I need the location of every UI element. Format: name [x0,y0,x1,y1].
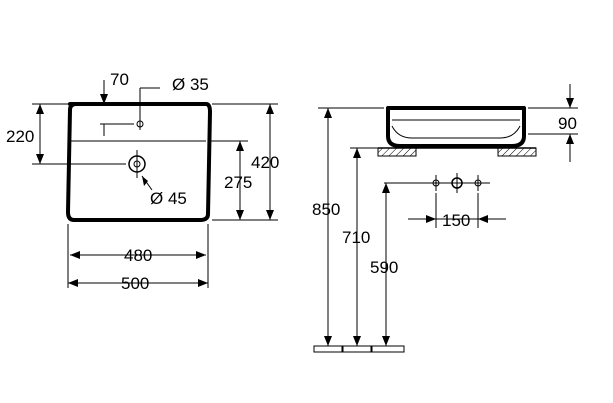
basin-side-outline [386,106,526,148]
dim-710: 710 [342,228,370,247]
floor-block-3 [371,345,405,353]
dim-220: 220 [6,127,34,146]
dim-150: 150 [442,211,470,230]
dim-500: 500 [121,274,149,293]
dim-tap-hole: Ø 35 [172,75,209,94]
dim-420: 420 [251,153,279,172]
countertop-right [497,147,537,157]
side-view [313,84,578,353]
dim-70: 70 [110,70,129,89]
basin-outline [66,102,212,222]
dim-850: 850 [312,200,340,219]
countertop-left [377,147,417,157]
floor-block-1 [313,345,343,353]
floor-block-2 [342,345,372,353]
dim-590: 590 [370,258,398,277]
top-view [32,80,278,288]
dim-90: 90 [558,114,577,133]
dim-275: 275 [224,173,252,192]
dim-480: 480 [124,246,152,265]
dim-drain-hole: Ø 45 [150,189,187,208]
